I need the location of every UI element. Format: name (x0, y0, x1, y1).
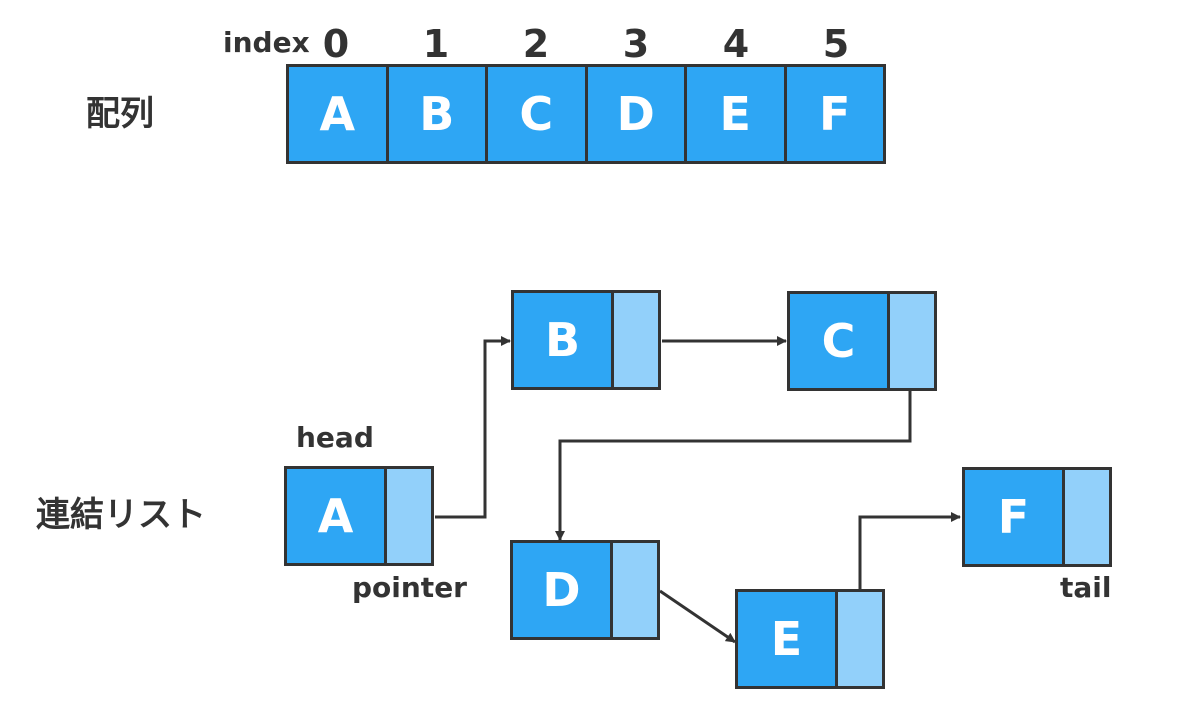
list-node-c: C (787, 291, 937, 391)
array-cell: D (588, 67, 687, 161)
index-label: index (223, 26, 310, 59)
node-value: D (513, 543, 613, 637)
list-node-a: A (284, 466, 434, 566)
node-pointer (838, 592, 882, 686)
index-number: 2 (522, 22, 550, 66)
pointer-label: pointer (352, 571, 467, 604)
array-cell: E (687, 67, 787, 161)
array-cell: A (289, 67, 389, 161)
array-cell: F (819, 87, 851, 141)
index-number: 0 (322, 22, 350, 66)
index-number: 3 (622, 22, 650, 66)
array-section-label: 配列 (86, 94, 154, 134)
list-node-b: B (511, 290, 661, 390)
index-number: 4 (722, 22, 750, 66)
node-value: A (287, 469, 387, 563)
list-node-e: E (735, 589, 885, 689)
node-pointer (1065, 470, 1109, 564)
arrow-e-to-f (858, 512, 961, 590)
list-node-d: D (510, 540, 660, 640)
node-value: F (965, 470, 1065, 564)
node-pointer (614, 293, 658, 387)
array-block: A B C D E F (286, 64, 886, 164)
index-number: 1 (422, 22, 450, 66)
arrow-d-to-e (659, 589, 736, 644)
array-cell: C (488, 67, 588, 161)
array-cell: B (389, 67, 488, 161)
node-pointer (613, 543, 657, 637)
index-number: 5 (822, 22, 850, 66)
node-value: C (790, 294, 890, 388)
linked-list-section-label: 連結リスト (36, 495, 206, 535)
node-value: E (738, 592, 838, 686)
node-pointer (890, 294, 934, 388)
arrow-c-to-d (555, 391, 912, 541)
node-pointer (387, 469, 431, 563)
tail-label: tail (1060, 571, 1112, 604)
node-value: B (514, 293, 614, 387)
list-node-f: F (962, 467, 1112, 567)
head-label: head (296, 421, 374, 454)
arrow-a-to-b (435, 336, 511, 519)
